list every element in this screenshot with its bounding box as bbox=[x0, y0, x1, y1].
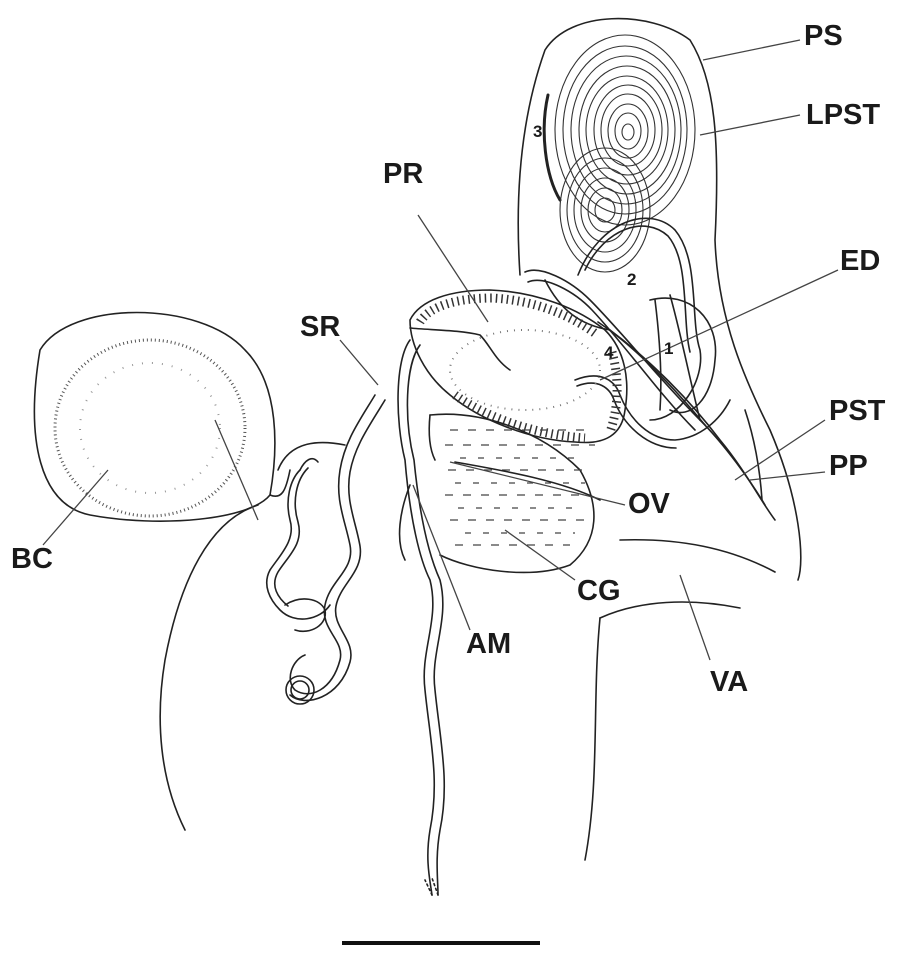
label-pr: PR bbox=[383, 160, 423, 189]
marker-4: 4 bbox=[604, 344, 613, 361]
marker-1: 1 bbox=[664, 340, 673, 357]
bursa-copulatrix bbox=[34, 313, 290, 522]
leader-lines bbox=[43, 40, 838, 660]
penial-stylet-tubes bbox=[525, 218, 775, 520]
seminal-receptacle bbox=[267, 395, 385, 704]
hermaphroditic-duct bbox=[398, 340, 444, 895]
label-ps: PS bbox=[804, 22, 843, 51]
label-bc: BC bbox=[11, 545, 53, 574]
label-pst: PST bbox=[829, 397, 885, 426]
label-sr: SR bbox=[300, 313, 340, 342]
label-ov: OV bbox=[628, 490, 670, 519]
label-am: AM bbox=[466, 630, 511, 659]
label-lpst: LPST bbox=[806, 101, 880, 130]
label-ed: ED bbox=[840, 247, 880, 276]
label-va: VA bbox=[710, 668, 748, 697]
label-cg: CG bbox=[577, 577, 621, 606]
penial-stylet-coil-large bbox=[544, 35, 695, 225]
marker-2: 2 bbox=[627, 271, 636, 288]
ejaculatory-duct bbox=[575, 376, 730, 448]
marker-3: 3 bbox=[533, 123, 542, 140]
label-pp: PP bbox=[829, 452, 868, 481]
